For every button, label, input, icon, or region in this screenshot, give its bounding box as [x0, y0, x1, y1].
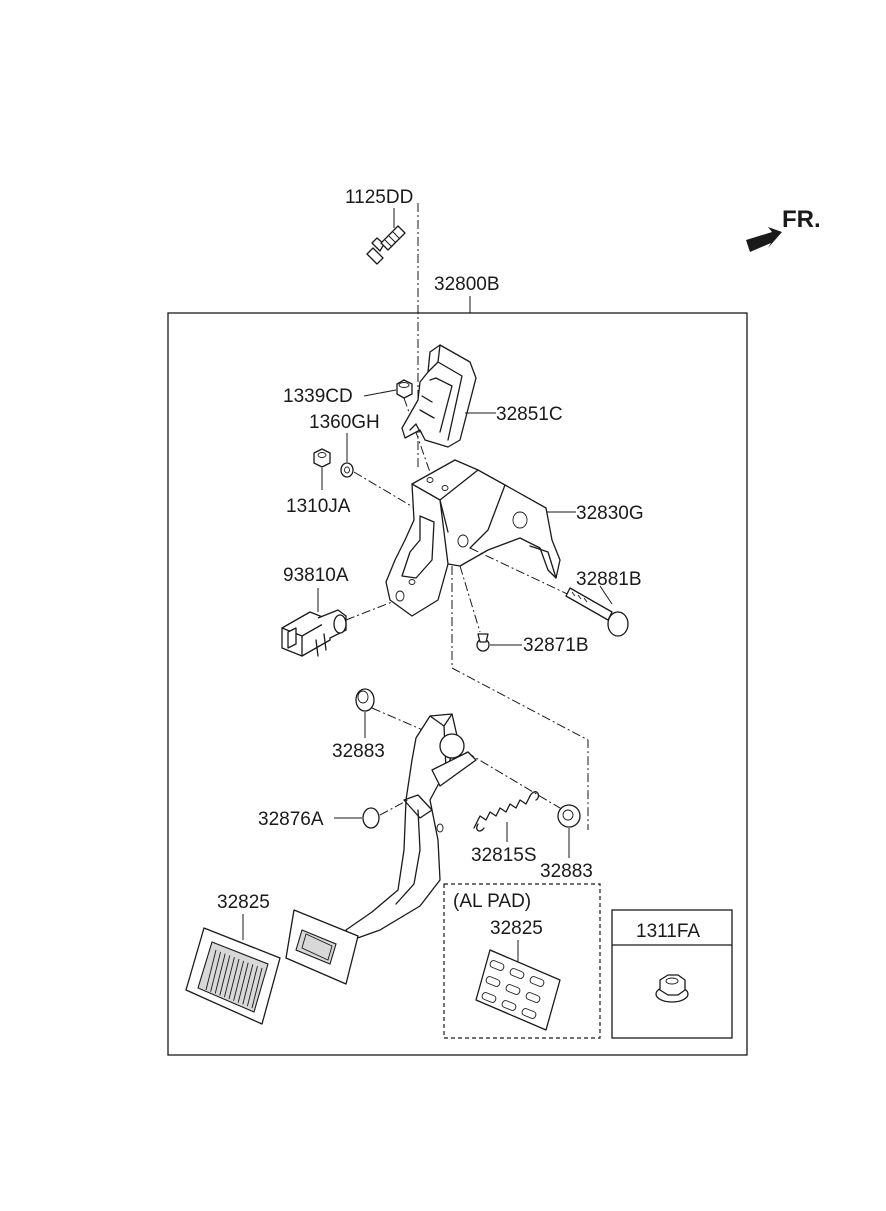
pad-rib	[251, 967, 263, 1009]
callout-stop-switch: 93810A	[283, 565, 349, 586]
nut-box-title: 1311FA	[636, 921, 700, 942]
callout-washer: 1360GH	[309, 412, 380, 433]
callout-pivot-bolt: 32881B	[576, 569, 642, 590]
front-arrow-icon	[746, 227, 782, 252]
pivot-bolt-part	[565, 587, 629, 637]
pad-slot	[509, 968, 525, 979]
washer-axis	[353, 471, 419, 511]
assembly-frame	[167, 312, 748, 1056]
callout-spring: 32815S	[471, 845, 537, 866]
front-label: FR.	[782, 206, 821, 233]
pad-slot	[501, 1000, 517, 1011]
pivot-axis	[469, 547, 581, 601]
pad-rib	[246, 966, 258, 1007]
assembly-axis-right	[451, 566, 589, 830]
al-pad-frame	[443, 883, 601, 1039]
bolt-part	[366, 225, 406, 265]
front-direction-indicator: FR.	[746, 206, 821, 252]
stop-switch-part	[281, 609, 347, 657]
pad-alu-part	[475, 949, 561, 1031]
washer-part	[340, 462, 354, 478]
pad-slot	[485, 976, 501, 987]
stopper-part	[362, 807, 380, 829]
bushing-axis-right	[465, 751, 571, 815]
clip-axis	[459, 565, 481, 633]
pedal-arm-part	[345, 713, 477, 941]
al-pad-title: (AL PAD)	[453, 891, 531, 912]
pad-slot	[505, 984, 521, 995]
switch-axis	[345, 601, 393, 621]
pad-slot	[521, 1008, 537, 1019]
nut-upper-part	[396, 379, 413, 399]
pad-rib	[242, 964, 254, 1005]
pad-rib	[205, 949, 217, 991]
nut-upper-axis	[403, 397, 433, 479]
callout-bracket-upper: 32851C	[496, 404, 563, 425]
main-bracket-part	[385, 459, 561, 617]
callout-bushing-right: 32883	[540, 861, 593, 882]
callout-clip: 32871B	[523, 635, 589, 656]
callout-bushing-left: 32883	[332, 741, 385, 762]
pad-rib	[214, 953, 226, 994]
callout-assembly: 32800B	[434, 274, 500, 295]
bushing-right-part	[557, 804, 581, 828]
pad-slot	[481, 992, 497, 1003]
clip-part	[476, 633, 490, 652]
callout-nut-side: 1310JA	[286, 496, 351, 517]
pad-rib	[223, 957, 235, 998]
callout-stopper: 32876A	[258, 809, 324, 830]
callout-pad-alu: 32825	[490, 918, 543, 939]
pad-slot	[489, 960, 505, 971]
pad-slot	[525, 992, 541, 1003]
pad-left-part	[185, 927, 281, 1025]
pad-rib	[219, 955, 231, 996]
pedal-pad-on-arm	[285, 909, 359, 985]
callout-bracket-main: 32830G	[576, 503, 644, 524]
stopper-axis	[379, 799, 409, 816]
nut-box-frame	[611, 909, 733, 1039]
callout-bolt: 1125DD	[345, 187, 413, 208]
pivot-bolt-leader	[599, 585, 613, 605]
nut-side-part	[313, 448, 331, 468]
callout-nut-upper: 1339CD	[283, 386, 353, 407]
pad-rib	[237, 962, 249, 1003]
flange-nut-part	[655, 974, 689, 1003]
nut-upper-leader	[363, 389, 397, 397]
spring-part	[473, 791, 540, 832]
pad-rib	[210, 951, 222, 992]
pad-slot	[529, 976, 545, 987]
pad-rib	[228, 958, 240, 1000]
pad-rib	[233, 960, 245, 1001]
upper-bracket-part	[401, 344, 477, 448]
callout-pad-left: 32825	[217, 892, 270, 913]
bushing-left-part	[355, 688, 375, 712]
